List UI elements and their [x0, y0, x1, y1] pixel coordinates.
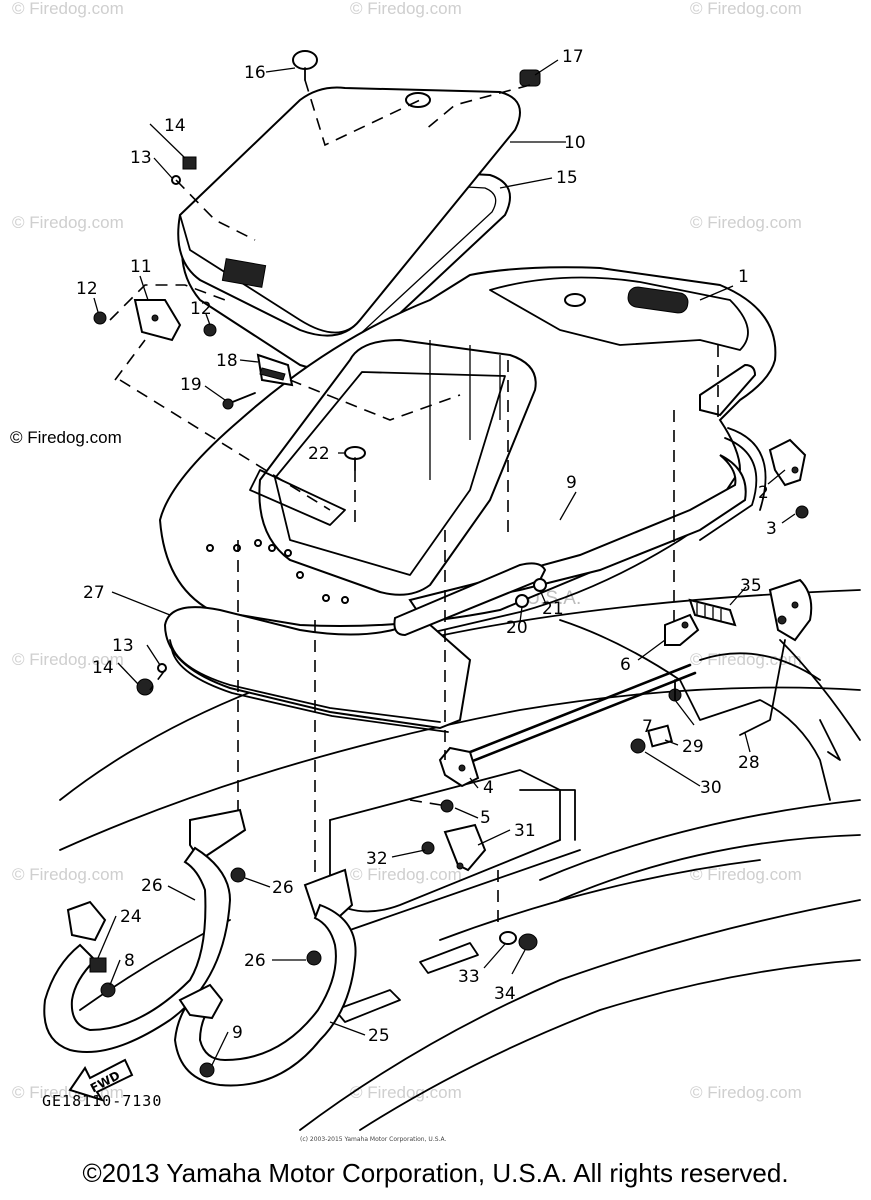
nut-26	[230, 867, 246, 883]
callout-24: 25	[368, 1026, 390, 1046]
callout-32: 32	[366, 849, 388, 869]
nut-21	[533, 578, 547, 592]
seal-strip	[393, 562, 547, 637]
washer-13b	[157, 663, 167, 673]
handle-slot	[627, 286, 689, 314]
bolt-9	[100, 982, 116, 998]
callout-9b: 9	[232, 1023, 243, 1043]
screw-12b	[203, 323, 217, 337]
watermark: © Firedog.com	[12, 650, 124, 669]
callout-7: 7	[642, 717, 653, 737]
nut-14	[182, 156, 197, 170]
callout-17: 17	[562, 47, 584, 67]
callout-25: 26	[141, 876, 163, 896]
callout-5: 5	[480, 808, 491, 828]
hinge-2	[768, 438, 807, 487]
plate-29	[647, 724, 673, 748]
bolt-32	[421, 841, 435, 855]
watermark: © Firedog.com	[690, 1083, 802, 1102]
callout-20: 20	[506, 618, 528, 638]
callout-11: 11	[130, 257, 152, 277]
watermark: © Firedog.com	[350, 0, 462, 18]
tiny-copyright: (c) 2003-2015 Yamaha Motor Corporation, …	[300, 1136, 447, 1143]
callout-6: 6	[620, 655, 631, 675]
callout-14b: 14	[92, 658, 114, 678]
callout-13b: 13	[112, 636, 134, 656]
callout-16: 16	[244, 63, 266, 83]
grommet-17	[519, 69, 541, 87]
bolt-3	[795, 505, 809, 519]
nut-14b	[136, 678, 154, 696]
watermark: © Firedog.com	[690, 0, 802, 18]
callout-1: 1	[738, 267, 749, 287]
callout-28: 28	[738, 753, 760, 773]
latch-28	[768, 578, 813, 642]
bracket-6	[664, 613, 700, 646]
callout-22: 22	[308, 444, 330, 464]
nut-34	[518, 933, 538, 951]
screw-12	[93, 311, 107, 325]
watermark: © Firedog.com	[12, 865, 124, 884]
watermark: © Firedog.com	[12, 0, 124, 18]
copyright-footer: ©2013 Yamaha Motor Corporation, U.S.A. A…	[82, 1158, 789, 1188]
stay-rod-4	[448, 663, 692, 762]
callout-9: 8	[124, 951, 135, 971]
callout-15: 15	[556, 168, 578, 188]
bolt-9b	[199, 1062, 215, 1078]
watermark: © Firedog.com	[690, 213, 802, 232]
stopper-23	[89, 957, 107, 973]
callout-14: 14	[164, 116, 186, 136]
callout-19: 19	[180, 375, 202, 395]
callout-4: 4	[483, 778, 494, 798]
callout-18: 18	[216, 351, 238, 371]
nut-26b	[306, 950, 322, 966]
callout-35: 35	[740, 576, 762, 596]
nut-30	[630, 738, 646, 754]
seal-strip-8	[699, 363, 757, 417]
callout-34: 34	[494, 984, 516, 1004]
callout-31: 31	[514, 821, 536, 841]
watermark: © Firedog.com	[350, 865, 462, 884]
bracket-31	[443, 823, 487, 872]
washer-20	[515, 594, 529, 608]
diagram-code: GE18110-7130	[42, 1092, 163, 1110]
screw-16	[292, 50, 318, 70]
watermark: © Firedog.com	[12, 213, 124, 232]
callout-2: 2	[758, 483, 769, 503]
side-watermark: © Firedog.com	[10, 428, 122, 447]
callout-26b: 26	[244, 951, 266, 971]
washer-33	[499, 931, 517, 945]
callout-30: 30	[700, 778, 722, 798]
callout-33: 33	[458, 967, 480, 987]
deck-holes	[206, 539, 349, 604]
mount-plate-23	[66, 900, 107, 942]
callout-8: 9	[566, 473, 577, 493]
callout-10: 10	[564, 133, 586, 153]
callout-13: 13	[130, 148, 152, 168]
mount-plate-9	[178, 983, 224, 1020]
bolt-5	[440, 799, 454, 813]
callout-12b: 12	[190, 299, 212, 319]
hinge-plate	[221, 258, 267, 288]
callout-21: 21	[542, 599, 564, 619]
watermark: © Firedog.com	[690, 865, 802, 884]
watermark: © Firedog.com	[350, 1083, 462, 1102]
callout-23: 24	[120, 907, 142, 927]
callout-27: 27	[83, 583, 105, 603]
mount-hole	[564, 293, 586, 307]
guide-lines	[109, 79, 719, 930]
callout-29: 29	[682, 737, 704, 757]
leader-lines	[93, 59, 796, 1066]
callout-3: 3	[766, 519, 777, 539]
callout-labels: 16 17 10 15 14 13 1 11 12 12 18 19 22 9 …	[76, 47, 777, 1046]
bracket-left	[189, 808, 247, 862]
callout-12: 12	[76, 279, 98, 299]
storage-opening	[258, 338, 537, 596]
callout-26: 26	[272, 878, 294, 898]
